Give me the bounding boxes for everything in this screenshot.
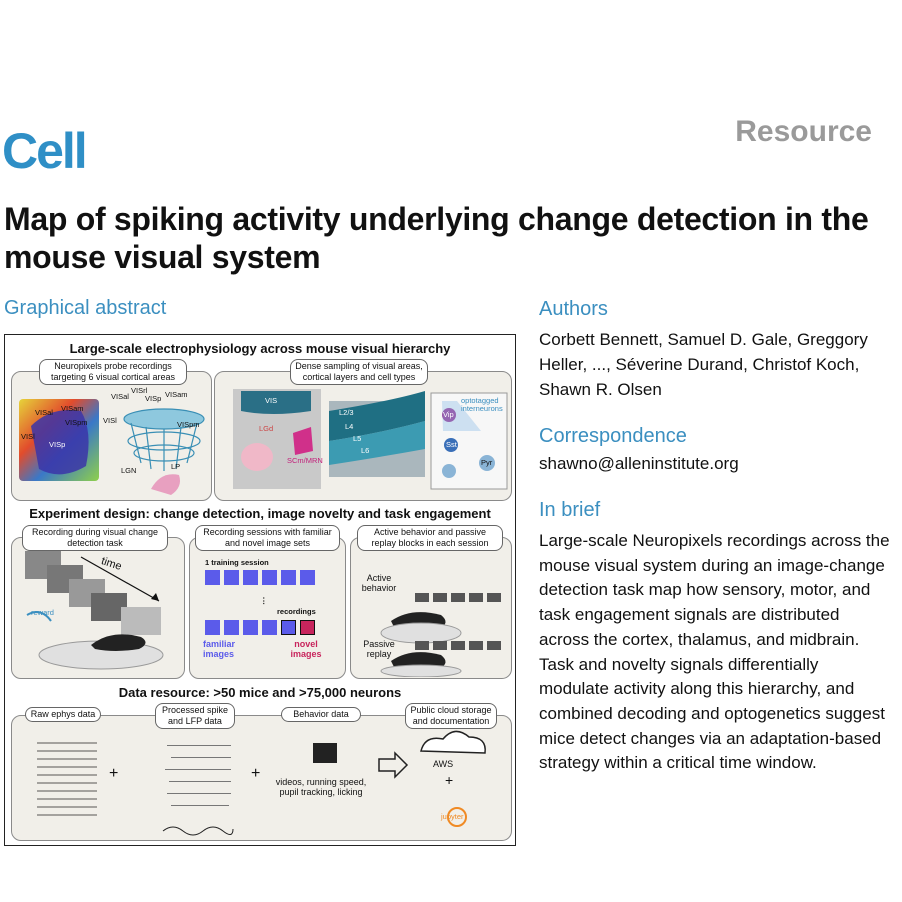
in-brief-text: Large-scale Neuropixels recordings acros…: [539, 531, 890, 773]
correspondence-heading: Correspondence: [539, 425, 687, 447]
time-arrow: [80, 556, 160, 602]
pill-dense: Dense sampling of visual areas, cortical…: [290, 359, 428, 385]
section3-illustration: [37, 730, 486, 836]
image-strip-passive: [415, 641, 501, 650]
area-label-visam: VISam: [61, 404, 84, 413]
mouse-icon: [91, 634, 146, 651]
ga-bottom-title: Data resource: >50 mice and >75,000 neur…: [118, 685, 402, 700]
spike-raster: [165, 745, 231, 806]
active-label: Active behavior: [361, 573, 397, 593]
lgd-region: [241, 443, 273, 471]
probe-label-visrl: VISrl: [131, 386, 148, 395]
jupyter-icon: [447, 807, 467, 827]
probe-label-lp: LP: [171, 462, 181, 471]
area-label-visl: VISl: [21, 432, 35, 441]
cell-label-sst: Sst: [446, 440, 457, 449]
probe-label-visam: VISam: [165, 390, 188, 399]
probe-label-visl: VISl: [103, 416, 117, 425]
ga-mid-title: Experiment design: change detection, ima…: [29, 506, 491, 521]
pill-recording: Recording during visual change detection…: [22, 525, 168, 551]
area-label-vispm: VISpm: [65, 418, 88, 427]
pill-processed: Processed spike and LFP data: [155, 703, 235, 729]
novel-label: novel images: [290, 639, 322, 659]
graphical-abstract-figure: Large-scale electrophysiology across mou…: [4, 334, 516, 846]
lfp-trace: [162, 826, 234, 836]
plus-3: +: [445, 772, 454, 788]
training-label: 1 training session: [205, 558, 269, 567]
cloud-icon: [420, 730, 486, 754]
pill-cloud: Public cloud storage and documentation: [405, 703, 497, 729]
cell-label-vip: Vip: [443, 410, 454, 419]
in-brief-heading: In brief: [539, 499, 601, 521]
probe-label-visal: VISal: [111, 392, 129, 401]
authors-list: Corbett Bennett, Samuel D. Gale, Greggor…: [539, 330, 868, 399]
layer-label-l6: L6: [361, 446, 370, 455]
vis-cortex: [241, 391, 311, 414]
raw-ephys-traces: [37, 742, 97, 816]
scm-mrn-region: [293, 427, 313, 455]
area-label-visal: VISal: [35, 408, 53, 417]
lp-region: [151, 474, 180, 495]
image-stack: [25, 551, 161, 635]
probe-array: [123, 408, 205, 471]
image-strip-active: [415, 593, 501, 602]
sessions-panel: [189, 537, 346, 679]
layer-label-l23: L2/3: [339, 408, 354, 417]
section1-illustration: [19, 389, 508, 495]
pill-active: Active behavior and passive replay block…: [357, 525, 503, 551]
brain-label-scm: SCm/MRN: [287, 456, 323, 465]
plus-2: +: [251, 765, 261, 782]
cell-label-optotagged: optotagged interneurons: [461, 396, 503, 413]
layer-label-l4: L4: [345, 422, 354, 431]
graphical-abstract-heading: Graphical abstract: [4, 297, 167, 319]
reward-label: reward: [31, 608, 54, 617]
ga-top-title: Large-scale electrophysiology across mou…: [69, 341, 451, 356]
probe-label-lgn: LGN: [121, 466, 137, 475]
film-icon: [313, 743, 337, 763]
brain-label-vis: VIS: [265, 396, 278, 405]
recordings-label: recordings: [277, 607, 316, 616]
brain-label-lgd: LGd: [259, 424, 274, 433]
familiar-label: familiar images: [203, 639, 236, 659]
plus-1: +: [109, 765, 119, 782]
correspondence-email[interactable]: shawno@alleninstitute.org: [539, 454, 739, 473]
cell-label-pyr: Pyr: [481, 458, 493, 467]
authors-heading: Authors: [539, 298, 608, 320]
article-type-label: Resource: [735, 115, 872, 148]
probe-label-vispm: VISpm: [177, 420, 200, 429]
pill-sessions: Recording sessions with familiar and nov…: [195, 525, 340, 551]
area-label-visp: VISp: [49, 440, 66, 449]
visp-area: [31, 410, 89, 475]
probe-label-visp: VISp: [145, 394, 162, 403]
pill-raw: Raw ephys data: [25, 707, 101, 722]
pill-behavior: Behavior data: [281, 707, 361, 722]
behavior-items: videos, running speed, pupil tracking, l…: [275, 777, 367, 797]
journal-logo: Cell: [2, 123, 88, 179]
pill-probe: Neuropixels probe recordings targeting 6…: [39, 359, 187, 385]
layer-label-l5: L5: [353, 434, 362, 443]
paper-title: Map of spiking activity underlying chang…: [4, 201, 869, 275]
jupyter-label: jupyter: [441, 812, 464, 821]
aws-label: AWS: [433, 759, 454, 769]
resource-panel: [11, 715, 512, 841]
arrow-icon: [378, 751, 409, 779]
section2-illustration: [25, 551, 501, 677]
passive-label: Passive replay: [363, 639, 395, 659]
